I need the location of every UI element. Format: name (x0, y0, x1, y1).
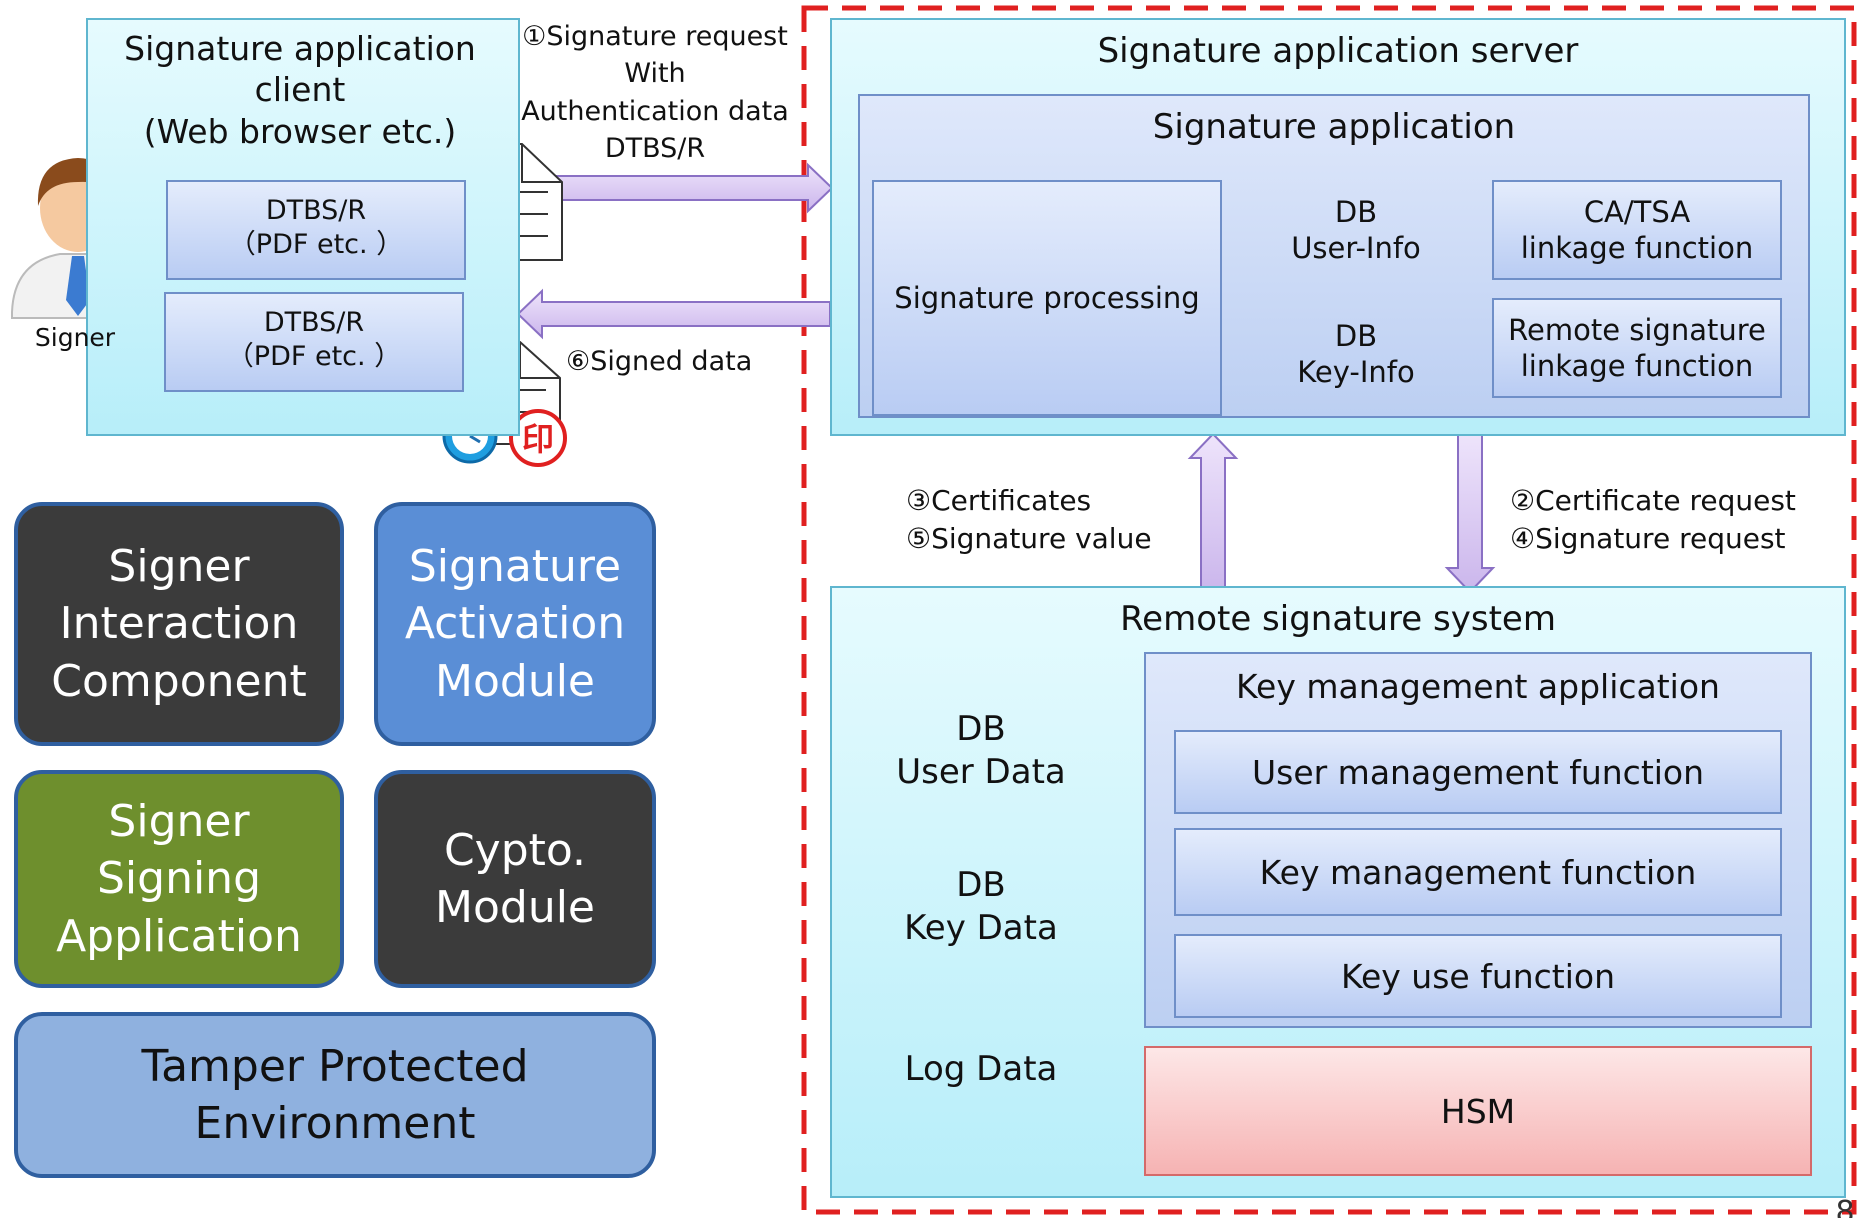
legend-tamper-protected-environment: Tamper Protected Environment (14, 1012, 656, 1178)
remote-signature-linkage-box: Remote signature linkage function (1492, 298, 1782, 398)
down-arrow-label: ②Certificate request ④Signature request (1510, 484, 1796, 555)
up-arrow (1187, 432, 1239, 591)
seal-stamp-icon: 印 (509, 409, 567, 467)
client-title: Signature application client (Web browse… (124, 29, 476, 151)
remote-system-title: Remote signature system (1120, 599, 1556, 639)
signed-data-arrow (516, 288, 831, 340)
key-management-function-box: Key management function (1174, 828, 1782, 916)
legend-crypto-module: Cypto. Module (374, 770, 656, 988)
db-key-data-label: DB Key Data (904, 865, 1058, 948)
signed-data-label: ⑥Signed data (566, 346, 753, 377)
client-doc-dtbs-1: DTBS/R （PDF etc. ） (166, 180, 466, 280)
legend-signer-signing-application: Signer Signing Application (14, 770, 344, 988)
svg-text:印: 印 (522, 420, 554, 458)
request-arrow (517, 162, 834, 214)
db-user-data-label: DB User Data (896, 709, 1066, 792)
db-key-info-label: DB Key-Info (1297, 319, 1415, 390)
trusted-boundary (801, 5, 1857, 1215)
db-log-data-label: Log Data (904, 1049, 1058, 1089)
client-doc-dtbs-2: DTBS/R （PDF etc. ） (164, 292, 464, 392)
key-use-function-box: Key use function (1174, 934, 1782, 1018)
key-management-function-label: Key management function (1259, 852, 1697, 892)
ca-tsa-linkage-box: CA/TSA linkage function (1492, 180, 1782, 280)
key-use-function-label: Key use function (1340, 956, 1616, 996)
db-user-info-label: DB User-Info (1291, 195, 1421, 266)
legend-signature-activation-module: Signature Activation Module (374, 502, 656, 746)
hsm-label: HSM (1440, 1091, 1516, 1131)
user-management-function-label: User management function (1251, 752, 1705, 792)
key-management-application-title: Key management application (1236, 667, 1720, 706)
down-arrow (1444, 433, 1496, 594)
up-arrow-label: ③Certificates ⑤Signature value (906, 484, 1152, 555)
page-number: 8 (1835, 1195, 1854, 1218)
signature-processing-box: Signature processing (872, 180, 1222, 416)
signature-application-title: Signature application (1152, 107, 1516, 147)
server-title: Signature application server (1097, 31, 1579, 71)
hsm-box: HSM (1144, 1046, 1812, 1176)
legend-signer-interaction-component: Signer Interaction Component (14, 502, 344, 746)
user-management-function-box: User management function (1174, 730, 1782, 814)
signer-label: Signer (34, 323, 116, 352)
signature-processing-label: Signature processing (894, 281, 1200, 315)
signature-request-label: ①Signature request With Authentication d… (521, 21, 789, 164)
